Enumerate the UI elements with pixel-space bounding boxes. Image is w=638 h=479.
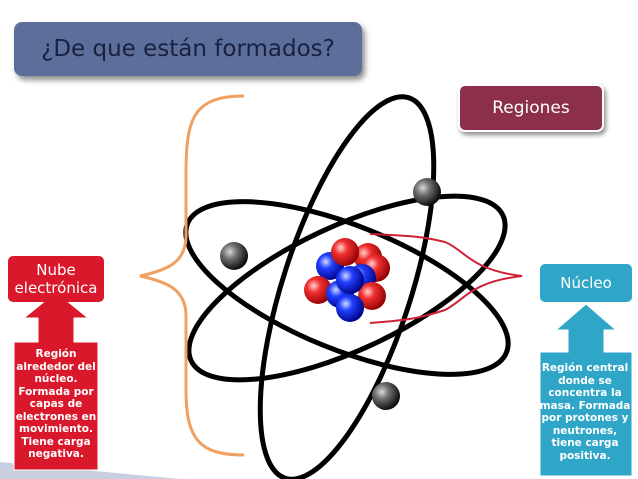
- electron-cloud-description: Región alrededor del núcleo. Formada por…: [15, 348, 97, 460]
- right-arrow-shape: [539, 303, 633, 477]
- electron: [413, 178, 441, 206]
- electron-cloud-label-box: Nube electrónica: [8, 256, 104, 302]
- electron-orbits: [183, 94, 511, 479]
- nucleus-label-box: Núcleo: [540, 264, 632, 302]
- regions-label: Regiones: [492, 98, 570, 118]
- electron-cloud-label: Nube electrónica: [14, 261, 98, 297]
- orbit-right-tilt: [186, 193, 508, 383]
- left-arrow-shape: [13, 291, 99, 471]
- page-title: ¿De que están formados?: [41, 36, 335, 62]
- nucleus-label: Núcleo: [560, 274, 612, 292]
- nucleus-bracket: [369, 233, 523, 324]
- regions-badge: Regiones: [458, 84, 604, 132]
- electron: [372, 382, 400, 410]
- orbit-left-tilt: [183, 199, 511, 377]
- electron-cloud-brace: [139, 94, 245, 457]
- nucleus-description: Región central donde se concentra la mas…: [539, 362, 631, 462]
- nucleus: [304, 238, 390, 322]
- electron: [220, 242, 248, 270]
- orbit-vertical: [257, 94, 437, 479]
- title-banner: ¿De que están formados?: [14, 22, 362, 76]
